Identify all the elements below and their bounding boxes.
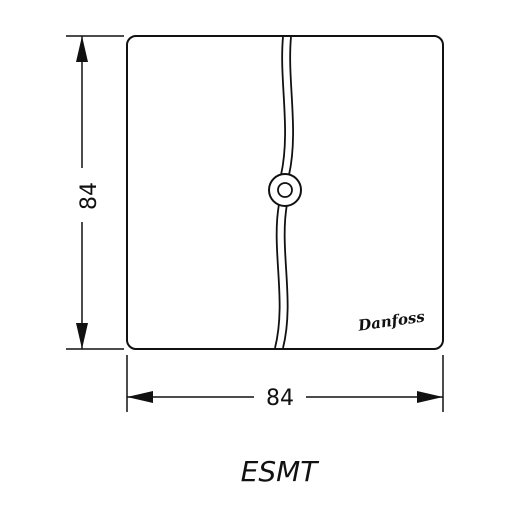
brand-logo: Danfoss <box>356 307 426 334</box>
height-arrow-bottom <box>76 323 88 349</box>
center-knob <box>268 173 302 207</box>
cable-channel-right-lower <box>282 203 289 349</box>
height-dimension <box>66 35 124 350</box>
height-arrow-top <box>76 36 88 62</box>
width-dimension-label: 84 <box>266 386 294 411</box>
height-dimension-label: 84 <box>77 182 102 210</box>
cable-channel-left-lower <box>274 203 281 349</box>
cable-channel-left-upper <box>280 36 286 176</box>
model-caption: ESMT <box>241 455 320 488</box>
cable-channel <box>274 36 294 349</box>
width-arrow-right <box>417 391 443 403</box>
width-arrow-left <box>127 391 153 403</box>
width-dimension <box>126 355 444 412</box>
device-outline <box>126 35 444 350</box>
cable-channel-right-upper <box>288 36 294 176</box>
